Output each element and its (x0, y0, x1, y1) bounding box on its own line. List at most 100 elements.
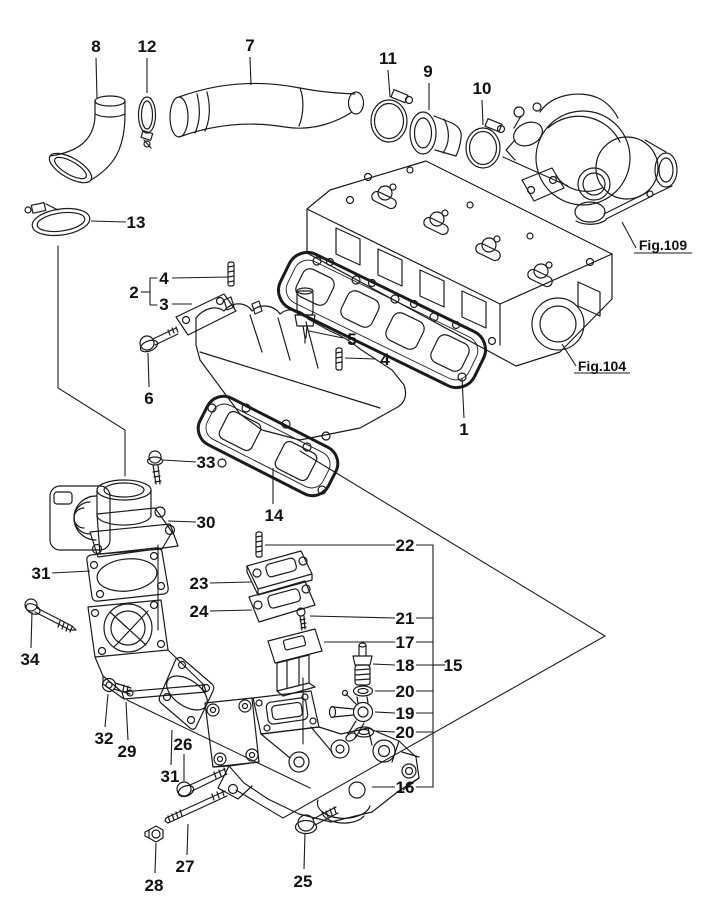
callout-25-label: 25 (294, 872, 313, 891)
callout-33-label: 33 (197, 453, 216, 472)
callout-4-2-label: 4 (380, 350, 390, 369)
part-20-washer-a-drawing (352, 685, 374, 697)
callout-2-label: 2 (129, 283, 138, 302)
callout-8-label: 8 (91, 37, 100, 56)
callout-23-leader (209, 581, 252, 584)
callout-12-label: 12 (138, 37, 157, 56)
callout-11-label: 11 (379, 49, 397, 68)
callout-22-label: 22 (396, 536, 415, 555)
part-7-air-hose-drawing (169, 82, 365, 138)
assembly-alignment-lines (57, 156, 607, 819)
callout-20-label: 20 (396, 682, 415, 701)
part-26-bolt-drawing (176, 767, 228, 798)
callout-28-label: 28 (145, 876, 164, 895)
callout-5-label: 5 (347, 330, 356, 349)
callout-10-label: 10 (473, 79, 492, 98)
callout-20-2-label: 20 (396, 723, 415, 742)
callout-13-leader (90, 220, 127, 223)
fig-109-leader (621, 221, 637, 249)
callout-23-label: 23 (190, 574, 209, 593)
callout-29-leader (125, 701, 129, 741)
callout-24-label: 24 (190, 602, 209, 621)
callout-6-label: 6 (144, 389, 153, 408)
callout-18-label: 18 (396, 656, 415, 675)
part-28-nut-drawing (144, 825, 164, 843)
callout-21-label: 21 (396, 609, 415, 628)
part-9-joint-hose-drawing (409, 111, 462, 157)
callout-31-2-label: 31 (161, 767, 180, 786)
part-turbocharger-drawing (505, 93, 678, 225)
part-23-flange-drawing (246, 550, 313, 596)
part-31-gasket-a-drawing (86, 547, 169, 602)
callout-4-2-leader (344, 357, 377, 360)
part-12-hose-clamp-drawing (137, 96, 157, 149)
fig-104-label: Fig.104 (578, 358, 626, 374)
callout-18-leader (372, 663, 396, 666)
part-25-bolt-drawing (294, 806, 339, 835)
part-1-manifold-gasket-drawing (277, 250, 487, 390)
callout-4-leader (171, 276, 230, 279)
part-32-bolt-drawing (101, 677, 132, 695)
part-27-bolt-drawing (164, 789, 228, 824)
part-24-gasket-drawing (248, 580, 316, 623)
callout-26-label: 26 (174, 735, 193, 754)
callout-10-leader (481, 99, 484, 126)
fig-104-leader (561, 343, 577, 367)
part-34-bolt-drawing (24, 598, 77, 633)
part-6-bolt-drawing (139, 326, 179, 353)
callout-7-label: 7 (245, 36, 254, 55)
bracket-group-2 (149, 277, 158, 306)
leader-lines-layer (30, 56, 692, 874)
callout-27-leader (186, 823, 189, 856)
callout-25-leader (303, 832, 306, 870)
callout-7-leader (249, 56, 252, 86)
callout-1-leader (461, 377, 465, 419)
callout-31-label: 31 (32, 564, 51, 583)
bracket-group-15 (432, 544, 445, 788)
callout-4-label: 4 (159, 269, 169, 288)
part-33-bolt-drawing (146, 450, 164, 485)
callout-32-leader (104, 693, 109, 728)
part-4-stud-b-drawing (335, 347, 343, 371)
callout-27-label: 27 (176, 857, 195, 876)
part-cylinder-head-drawing (306, 160, 613, 367)
part-5-sensor-drawing (294, 287, 316, 344)
part-16-inlet-manifold-drawing (204, 690, 420, 824)
callout-29-label: 29 (118, 742, 137, 761)
part-21-screw-drawing (296, 607, 307, 631)
part-4-stud-a-drawing (227, 261, 235, 287)
callout-6-leader (147, 352, 150, 388)
callout-20-2-leader (375, 730, 396, 733)
callout-19-label: 19 (396, 704, 415, 723)
callout-21-leader (309, 615, 396, 619)
callout-5-leader (308, 330, 344, 339)
part-10-hose-clamp-drawing (465, 118, 506, 169)
callout-11-leader (387, 69, 391, 98)
callout-14-label: 14 (265, 506, 284, 525)
callout-32-label: 32 (95, 729, 114, 748)
part-19-valve-drawing (328, 689, 374, 742)
callout-30-label: 30 (197, 513, 216, 532)
callout-17-label: 17 (396, 633, 415, 652)
callout-3-label: 3 (159, 295, 168, 314)
callout-34-label: 34 (21, 650, 40, 669)
callout-24-leader (209, 609, 253, 612)
callout-31-2-leader (170, 729, 173, 766)
callout-31-leader (51, 570, 91, 574)
part-8-elbow-hose-drawing (48, 95, 126, 184)
part-2-3-intake-manifold-drawing (175, 293, 407, 441)
callout-33-leader (162, 459, 197, 463)
fig-109-label: Fig.109 (639, 237, 687, 253)
callout-1-label: 1 (459, 420, 468, 439)
callout-9-label: 9 (423, 62, 432, 81)
callout-16-label: 16 (396, 778, 415, 797)
part-22-stud-drawing (255, 531, 263, 558)
callout-15-label: 15 (444, 656, 463, 675)
callout-13-label: 13 (127, 213, 146, 232)
part-14-gasket-drawing (196, 394, 340, 498)
part-17-bracket-drawing (267, 628, 323, 697)
callout-8-leader (95, 57, 98, 100)
